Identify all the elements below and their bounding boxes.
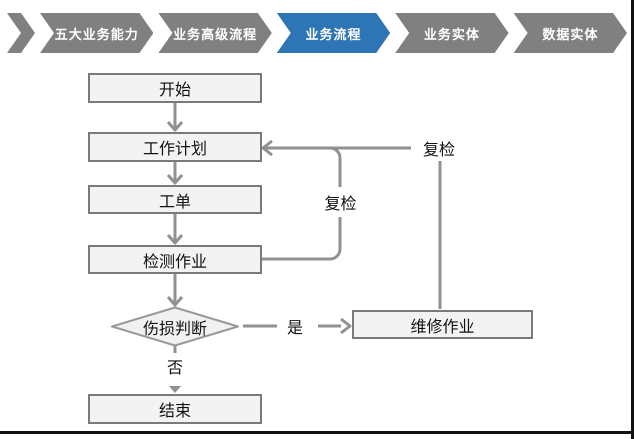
edge-label-no: 否 (166, 360, 183, 377)
arrow-decision-yes (243, 317, 352, 335)
tab-data-entity[interactable]: 数据实体 (514, 13, 627, 53)
node-start: 开始 (88, 73, 262, 103)
tab-five-business-capabilities[interactable]: 五大业务能力 (40, 13, 153, 53)
tab-business-entity[interactable]: 业务实体 (395, 13, 508, 53)
arrow-order-to-inspect (166, 214, 184, 245)
edge-label-yes: 是 (286, 320, 303, 337)
frame-right-border (631, 0, 634, 439)
node-end: 结束 (88, 394, 262, 424)
tab-business-highlevel-process[interactable]: 业务高级流程 (158, 13, 271, 53)
node-inspection-job: 检测作业 (88, 245, 262, 274)
arrow-inspect-to-decision (166, 274, 184, 307)
arrow-decision-no (169, 346, 181, 393)
node-repair-job: 维修作业 (352, 310, 533, 339)
breadcrumb: 五大业务能力 业务高级流程 业务流程 业务实体 数据实体 (7, 13, 627, 53)
node-work-order: 工单 (88, 185, 262, 214)
decision-diamond-shape (111, 306, 239, 347)
tab-business-process-active[interactable]: 业务流程 (277, 13, 390, 53)
edge-label-recheck-inner: 复检 (317, 187, 364, 217)
edge-label-recheck-outer: 复检 (411, 134, 467, 161)
node-damage-decision: 伤损判断 (142, 321, 207, 338)
arrow-start-to-plan (166, 103, 184, 132)
node-work-plan: 工作计划 (88, 132, 262, 162)
loop-repair-recheck (261, 139, 442, 309)
arrow-plan-to-order (166, 162, 184, 185)
frame-bottom-border (0, 431, 634, 434)
